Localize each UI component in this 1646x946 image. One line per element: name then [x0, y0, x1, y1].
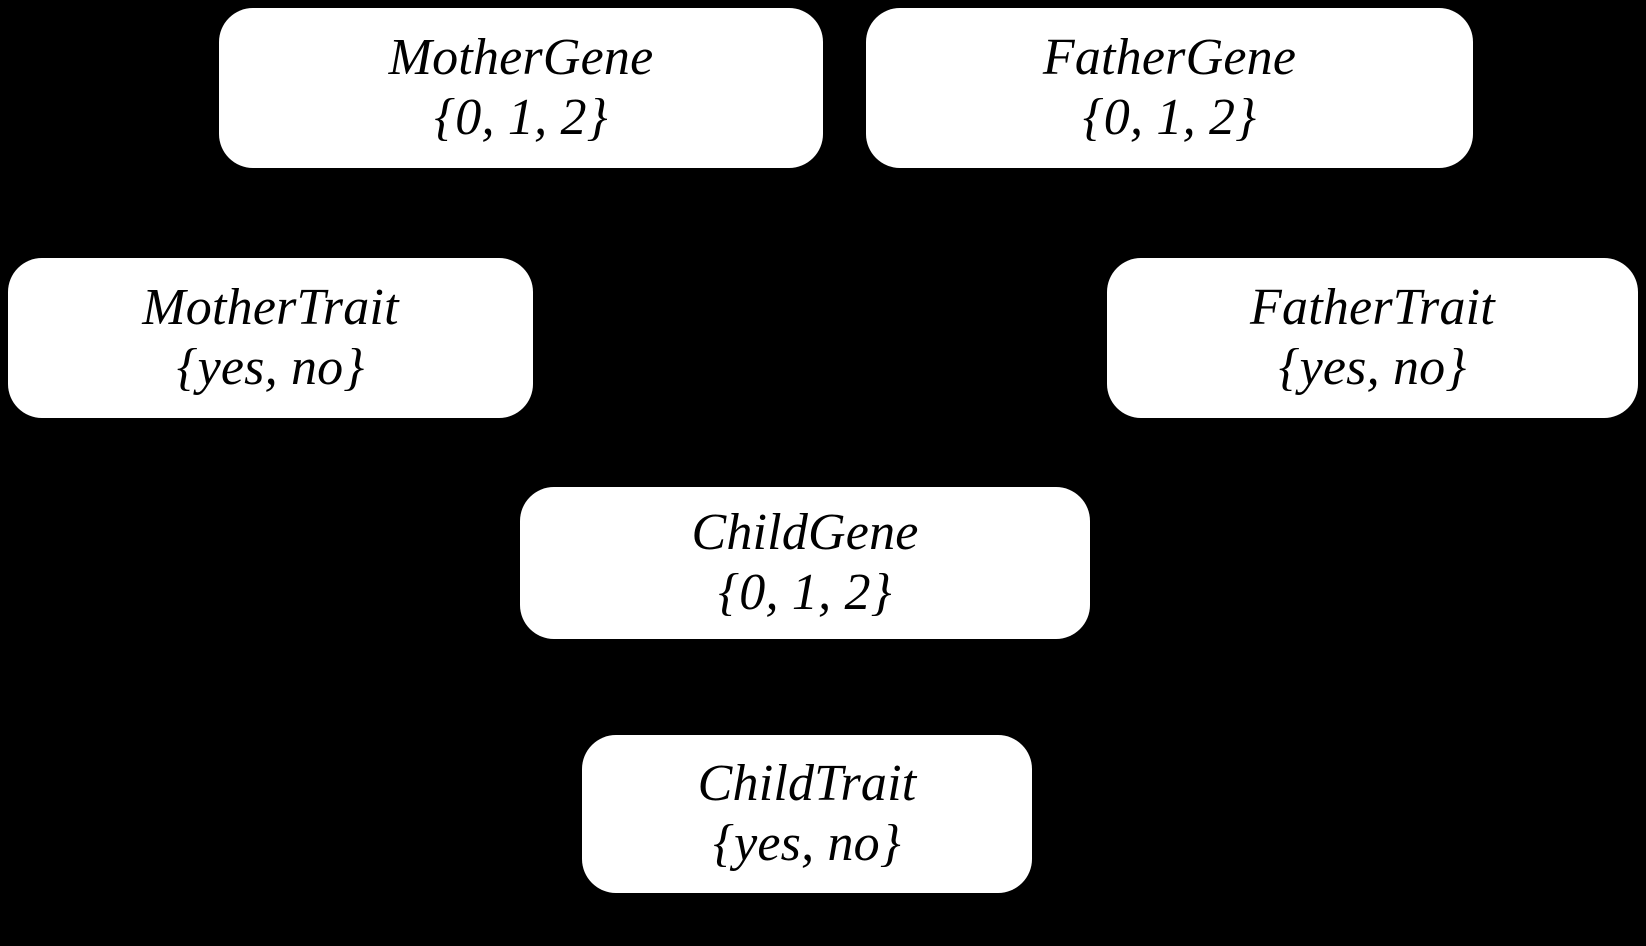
node-mother-gene[interactable]: MotherGene {0, 1, 2} — [219, 8, 823, 168]
node-child-trait-domain: {yes, no} — [713, 815, 901, 872]
node-mother-trait-label: MotherTrait — [142, 278, 399, 336]
node-child-trait[interactable]: ChildTrait {yes, no} — [582, 735, 1032, 893]
node-mother-trait[interactable]: MotherTrait {yes, no} — [8, 258, 533, 418]
node-child-gene-domain: {0, 1, 2} — [718, 564, 892, 621]
node-father-trait-label: FatherTrait — [1250, 278, 1495, 336]
node-mother-gene-label: MotherGene — [388, 28, 654, 86]
node-father-trait-domain: {yes, no} — [1278, 339, 1467, 396]
node-father-trait[interactable]: FatherTrait {yes, no} — [1107, 258, 1638, 418]
node-child-trait-label: ChildTrait — [697, 754, 917, 812]
node-father-gene-domain: {0, 1, 2} — [1082, 89, 1257, 146]
node-father-gene-label: FatherGene — [1042, 28, 1297, 86]
node-father-gene[interactable]: FatherGene {0, 1, 2} — [866, 8, 1473, 168]
node-mother-trait-domain: {yes, no} — [176, 339, 365, 396]
node-child-gene-label: ChildGene — [691, 503, 919, 561]
node-mother-gene-domain: {0, 1, 2} — [434, 89, 608, 146]
node-child-gene[interactable]: ChildGene {0, 1, 2} — [520, 487, 1090, 639]
